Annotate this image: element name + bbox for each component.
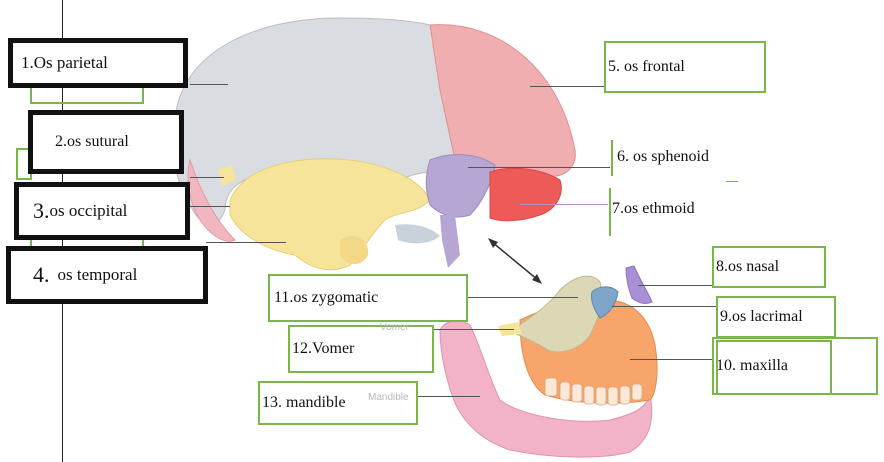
leader-line-sutural bbox=[190, 177, 224, 178]
label-sutural: 2.os sutural bbox=[28, 110, 184, 174]
ethmoid-bone bbox=[490, 168, 561, 220]
label-zygomatic: 11.os zygomatic bbox=[268, 274, 468, 322]
label-temporal: 4.os temporal bbox=[6, 246, 208, 304]
leader-line-lacrimal bbox=[612, 306, 716, 307]
sphenoid-bone bbox=[426, 155, 495, 217]
leader-line-mandible bbox=[418, 396, 480, 397]
leader-line-zygomatic bbox=[468, 297, 578, 298]
green-box-maxilla-inner bbox=[716, 340, 832, 395]
label-mandible: 13. mandible bbox=[258, 381, 418, 425]
label-parietal: 1.Os parietal bbox=[8, 38, 188, 88]
leader-line-frontal bbox=[530, 86, 604, 87]
leader-line-maxilla bbox=[630, 359, 714, 360]
leader-line-temporal bbox=[206, 242, 286, 243]
figure-label-mandible: Mandible bbox=[368, 392, 409, 403]
label-ethmoid: 7.os ethmoid bbox=[610, 192, 740, 226]
label-occipital: 3.os occipital bbox=[14, 182, 190, 240]
leader-line-vomer bbox=[434, 329, 514, 330]
leader-line-parietal bbox=[190, 84, 228, 85]
figure-label-vomer: Vomer bbox=[380, 322, 409, 333]
label-sphenoid: 6. os sphenoid bbox=[612, 140, 742, 174]
label-vomer: 12.Vomer bbox=[288, 325, 434, 373]
leader-line-sphenoid bbox=[468, 167, 610, 168]
label-frontal: 5. os frontal bbox=[604, 41, 766, 93]
leader-line-occipital bbox=[188, 206, 230, 207]
sphenoid-box-bottom bbox=[726, 181, 738, 182]
leader-line-nasal bbox=[638, 285, 712, 286]
label-lacrimal: 9.os lacrimal bbox=[716, 296, 836, 338]
temporal-bone bbox=[230, 159, 430, 270]
label-nasal: 8.os nasal bbox=[712, 246, 826, 288]
leader-line-ethmoid bbox=[520, 204, 608, 205]
